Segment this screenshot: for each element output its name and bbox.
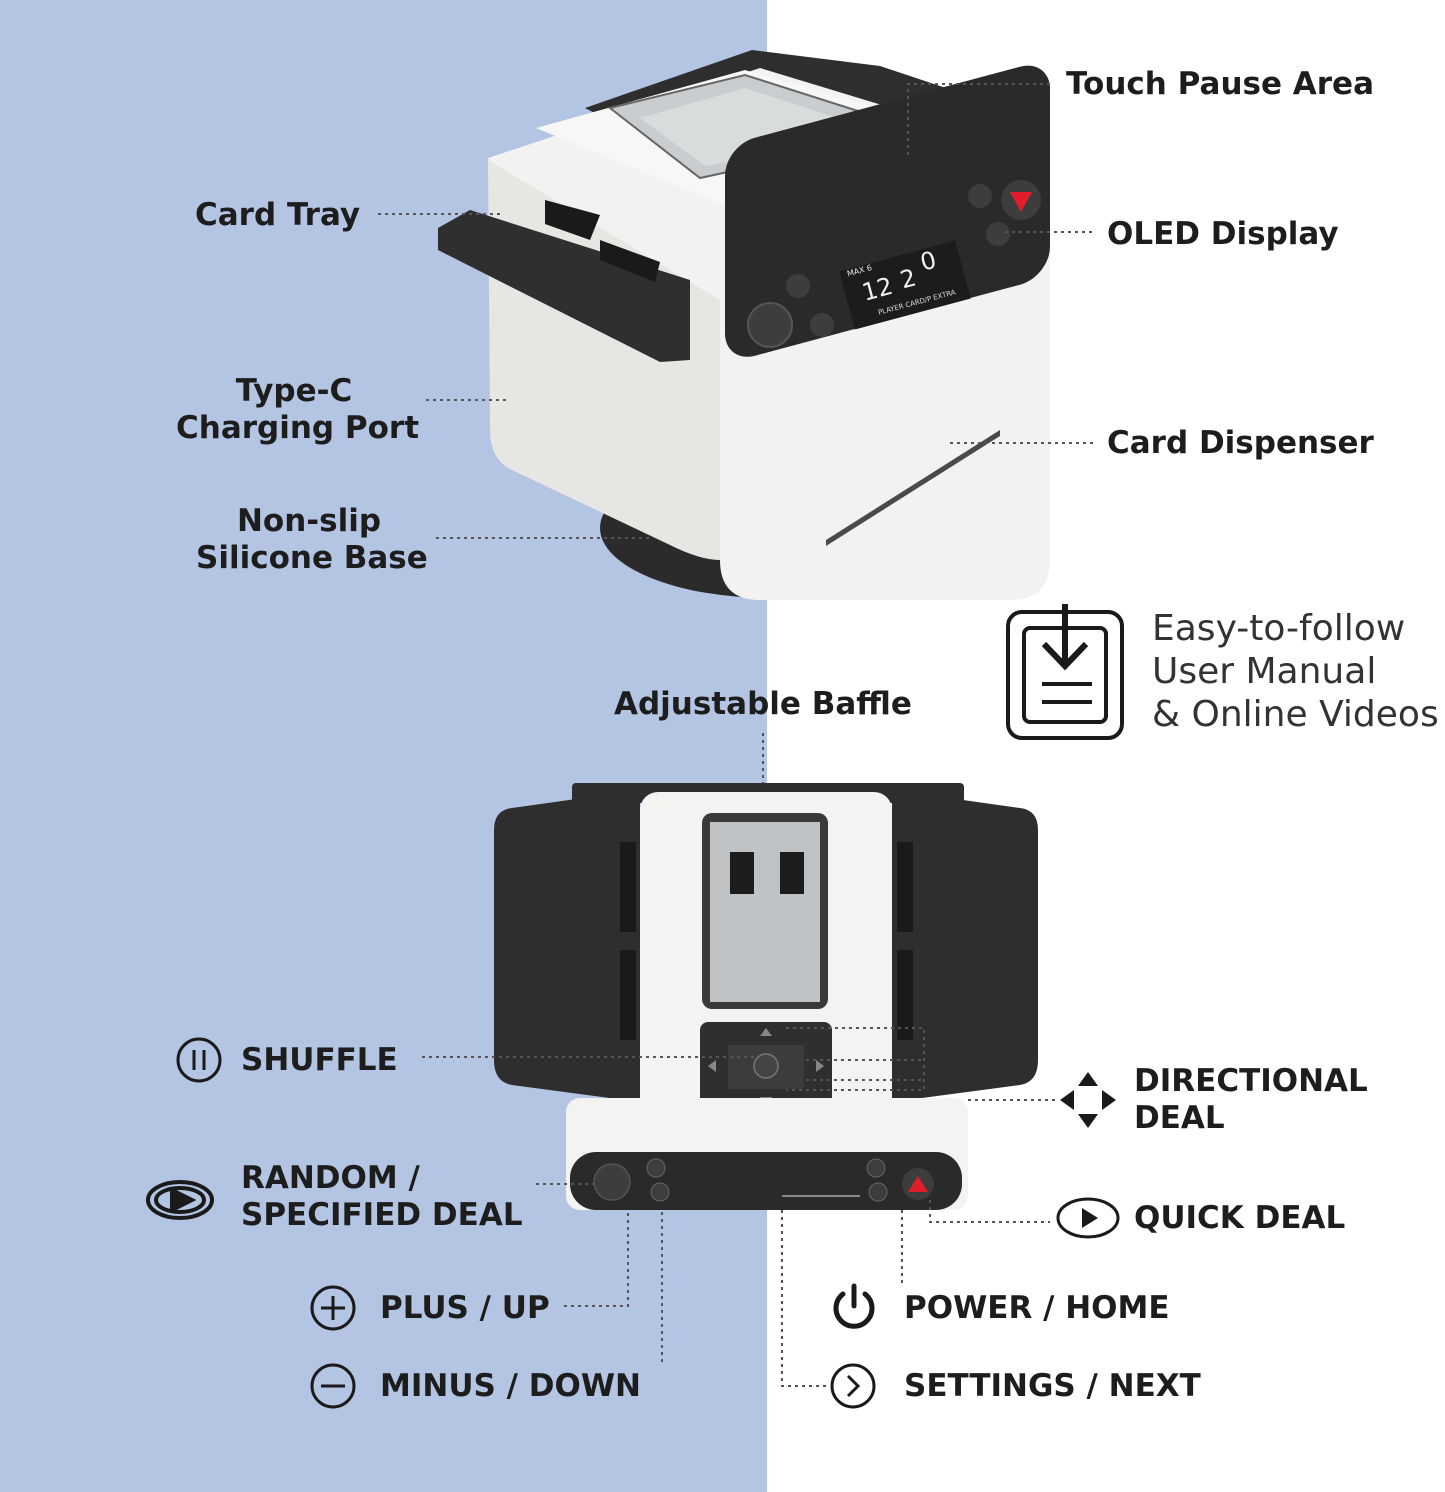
non-slip-label: Non-slip Silicone Base: [196, 503, 428, 576]
card-tray: [438, 210, 690, 362]
type-c-label: Type-C Charging Port: [176, 373, 420, 446]
random-deal-icon: [146, 1180, 214, 1220]
leader-settings: [781, 1210, 828, 1387]
play-circle-icon: [1056, 1197, 1120, 1239]
card-dispenser-label: Card Dispenser: [1107, 425, 1374, 461]
plus-up-label: PLUS / UP: [380, 1290, 550, 1326]
bottom-device: [494, 783, 1038, 1210]
quick-deal-label: QUICK DEAL: [1134, 1200, 1346, 1236]
touch-pause-area-label: Touch Pause Area: [1066, 66, 1375, 102]
directional-deal-label: DIRECTIONAL DEAL: [1134, 1063, 1368, 1136]
pause-circle-icon: [176, 1037, 222, 1083]
leader-plus: [564, 1210, 629, 1307]
adjustable-baffle-label: Adjustable Baffle: [614, 686, 912, 722]
download-manual-icon: [1006, 604, 1124, 740]
chevron-right-circle-icon: [830, 1363, 876, 1409]
random-deal-label: RANDOM / SPECIFIED DEAL: [241, 1160, 523, 1233]
shuffle-label: SHUFFLE: [241, 1042, 398, 1078]
settings-next-label: SETTINGS / NEXT: [904, 1368, 1201, 1404]
plus-circle-icon: [310, 1285, 356, 1331]
oled-cards: 2: [897, 263, 919, 294]
four-arrows-icon: [1060, 1072, 1116, 1128]
top-device: MAX 6 12 2 0 PLAYER CARD/P EXTRA: [438, 50, 1050, 600]
card-dispenser-slot: [826, 430, 1000, 546]
minus-down-label: MINUS / DOWN: [380, 1368, 641, 1404]
power-home-label: POWER / HOME: [904, 1290, 1170, 1326]
oled-screen: [839, 240, 971, 330]
oled-display-label: OLED Display: [1107, 216, 1339, 252]
power-icon: [833, 1283, 875, 1329]
leader-touch-pause: [907, 83, 1050, 155]
leader-quick-deal: [929, 1200, 1050, 1223]
minus-circle-icon: [310, 1363, 356, 1409]
oled-extra: 0: [917, 246, 939, 277]
quick-deal-red-button: [1010, 192, 1032, 212]
card-tray-label: Card Tray: [195, 197, 361, 233]
leader-dpad-box: [786, 1027, 925, 1091]
manual-text: Easy-to-follow User Manual & Online Vide…: [1152, 608, 1439, 735]
